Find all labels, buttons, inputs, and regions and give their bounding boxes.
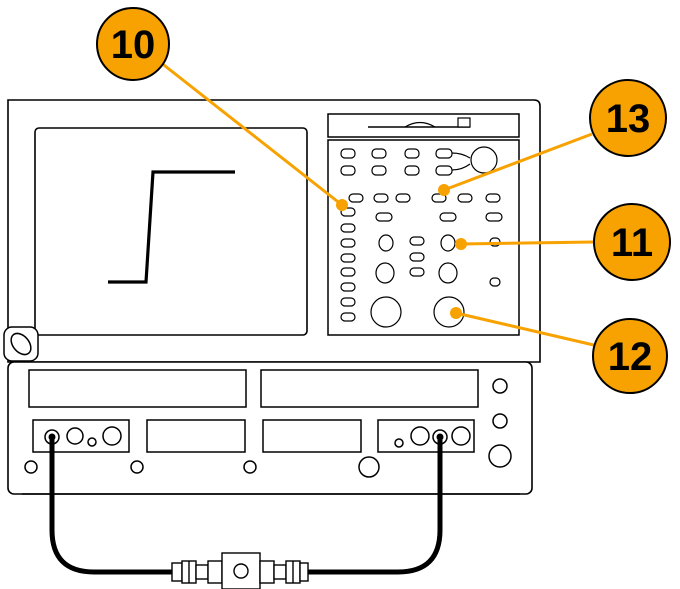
panel-button[interactable]	[348, 193, 364, 203]
callout-label: 12	[608, 335, 653, 379]
callout-label: 11	[611, 221, 653, 265]
panel-button[interactable]	[404, 165, 420, 176]
waveform-step-icon	[108, 170, 235, 284]
connector-adapter-icon	[171, 552, 309, 589]
panel-button[interactable]	[409, 267, 425, 277]
panel-button[interactable]	[435, 148, 453, 159]
display-screen	[34, 127, 308, 336]
knob-icon[interactable]	[438, 262, 458, 284]
module-connector[interactable]	[488, 444, 512, 468]
module-slot	[260, 369, 479, 408]
drive-slot	[327, 113, 520, 138]
knob-icon[interactable]	[470, 146, 498, 174]
panel-button[interactable]	[457, 193, 473, 203]
callout-13: 13	[589, 79, 667, 157]
bottom-module	[24, 369, 512, 478]
leader-dots	[336, 184, 467, 319]
callout-11: 11	[593, 203, 671, 281]
leader-line-12	[455, 311, 599, 348]
callout-10: 10	[96, 7, 170, 81]
panel-button[interactable]	[340, 165, 356, 176]
callout-label: 13	[606, 97, 651, 141]
panel-button[interactable]	[340, 238, 356, 248]
panel-button[interactable]	[340, 282, 356, 292]
module-slot	[28, 369, 247, 408]
module-connector[interactable]	[492, 378, 508, 394]
panel-button[interactable]	[340, 223, 356, 233]
knob-icon[interactable]	[370, 296, 402, 328]
panel-button[interactable]	[340, 297, 356, 307]
panel-button[interactable]	[485, 212, 503, 222]
module-connector[interactable]	[492, 413, 508, 429]
leader-line-10	[159, 60, 343, 207]
coax-cable-icon	[48, 433, 444, 575]
panel-button[interactable]	[340, 148, 356, 159]
callout-label: 10	[111, 23, 156, 67]
panel-button[interactable]	[431, 193, 447, 203]
knob-icon[interactable]	[440, 234, 456, 252]
panel-button[interactable]	[409, 252, 425, 262]
panel-button[interactable]	[404, 148, 420, 159]
front-port	[3, 326, 39, 362]
panel-button[interactable]	[409, 236, 425, 246]
panel-button[interactable]	[371, 148, 387, 159]
panel-button[interactable]	[371, 165, 387, 176]
panel-button[interactable]	[489, 277, 501, 287]
callout-12: 12	[592, 318, 668, 394]
panel-button[interactable]	[485, 193, 501, 203]
leader-lines	[159, 60, 599, 348]
panel-button[interactable]	[395, 193, 411, 203]
knob-icon[interactable]	[375, 262, 395, 284]
knob-icon[interactable]	[378, 234, 394, 252]
module-slot	[146, 419, 246, 453]
leader-line-13	[443, 132, 593, 192]
panel-button[interactable]	[373, 193, 389, 203]
panel-button[interactable]	[439, 212, 457, 222]
leader-line-11	[460, 240, 595, 246]
panel-buttons	[340, 146, 503, 328]
module-slot	[262, 419, 362, 453]
panel-button[interactable]	[340, 312, 356, 322]
knob-icon[interactable]	[433, 296, 465, 328]
panel-button[interactable]	[375, 212, 393, 222]
panel-button[interactable]	[340, 267, 356, 277]
panel-button[interactable]	[435, 165, 453, 176]
panel-button[interactable]	[340, 253, 356, 263]
